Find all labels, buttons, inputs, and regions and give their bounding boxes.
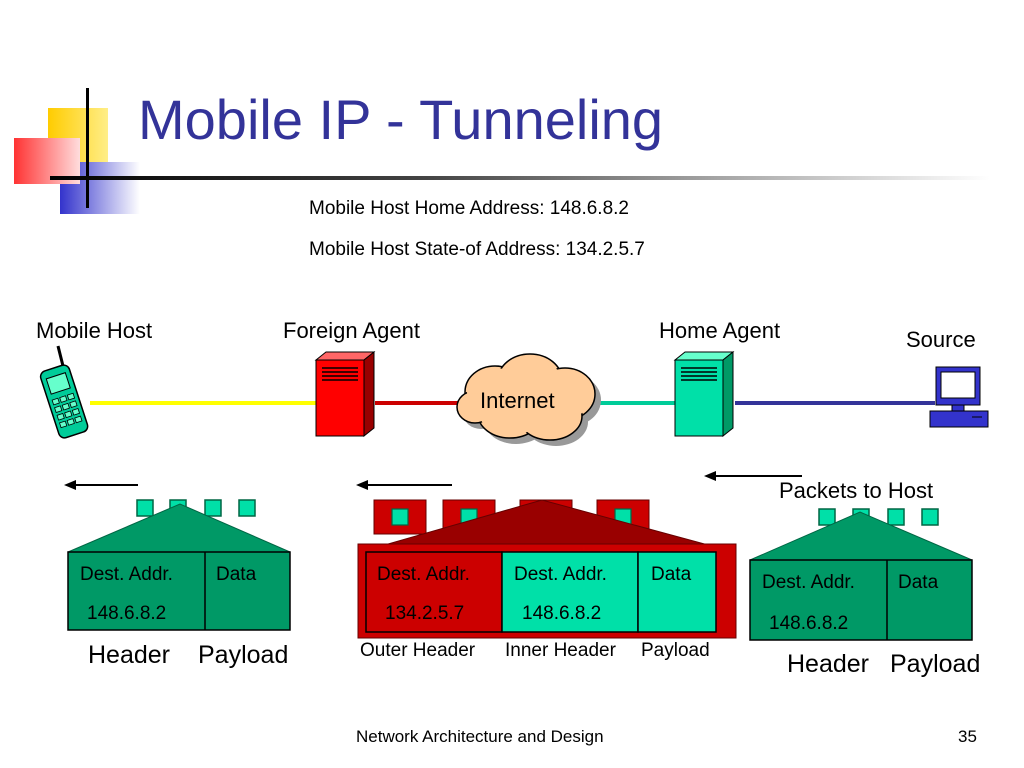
packet-left-payload-caption: Payload — [198, 641, 289, 669]
packet-middle-inner-dest-label: Dest. Addr. — [514, 564, 607, 585]
slide-title: Mobile IP - Tunneling — [138, 88, 664, 151]
link-mobile-to-foreign — [90, 401, 316, 405]
internet-label: Internet — [480, 388, 555, 413]
home-agent-server-icon — [673, 350, 735, 438]
page-number: 35 — [958, 727, 977, 746]
packets-to-host-label: Packets to Host — [779, 478, 934, 503]
packet-middle-outer-dest-value: 134.2.5.7 — [385, 603, 465, 624]
slide-logo-decoration — [14, 108, 140, 214]
arrow-left-1 — [64, 480, 138, 490]
arrow-left-3 — [704, 471, 802, 481]
packet-right-dest-label: Dest. Addr. — [762, 572, 855, 593]
home-agent-label: Home Agent — [659, 318, 781, 343]
packet-left-dest-value: 148.6.8.2 — [87, 603, 167, 624]
mobile-host-label: Mobile Host — [36, 318, 153, 343]
source-label: Source — [906, 327, 976, 352]
packet-left-header-caption: Header — [88, 641, 170, 669]
packet-middle-inner-caption: Inner Header — [505, 640, 616, 661]
packet-right-dest-value: 148.6.8.2 — [769, 613, 849, 634]
title-underline — [50, 176, 990, 180]
packet-right-header-caption: Header — [787, 650, 869, 678]
packet-middle-payload-caption: Payload — [641, 640, 710, 661]
foreign-agent-server-icon — [314, 350, 376, 438]
mobile-phone-icon — [39, 345, 89, 439]
packet-middle-inner-dest-value: 148.6.8.2 — [522, 603, 602, 624]
packet-right-payload-caption: Payload — [890, 650, 981, 678]
packet-left-dest-label: Dest. Addr. — [80, 564, 173, 585]
footer-text: Network Architecture and Design — [356, 727, 604, 746]
link-internet-to-home — [600, 401, 675, 405]
packet-middle-outer-dest-label: Dest. Addr. — [377, 564, 470, 585]
home-address-line: Mobile Host Home Address: 148.6.8.2 — [309, 198, 630, 219]
packet-left-graphic — [67, 499, 291, 631]
state-address-line: Mobile Host State-of Address: 134.2.5.7 — [309, 239, 645, 260]
link-foreign-to-internet — [375, 401, 475, 405]
internet-cloud-icon — [456, 353, 601, 446]
packet-middle-outer-caption: Outer Header — [360, 640, 476, 661]
foreign-agent-label: Foreign Agent — [283, 318, 420, 343]
packet-right-graphic — [749, 508, 973, 641]
packet-left-data-label: Data — [216, 564, 257, 585]
source-computer-icon — [929, 366, 989, 428]
link-home-to-source — [735, 401, 935, 405]
packet-middle-data-label: Data — [651, 564, 692, 585]
packet-right-data-label: Data — [898, 572, 939, 593]
packet-middle-graphic — [357, 499, 737, 639]
arrow-left-2 — [356, 480, 452, 490]
title-vertical-rule — [86, 88, 89, 208]
